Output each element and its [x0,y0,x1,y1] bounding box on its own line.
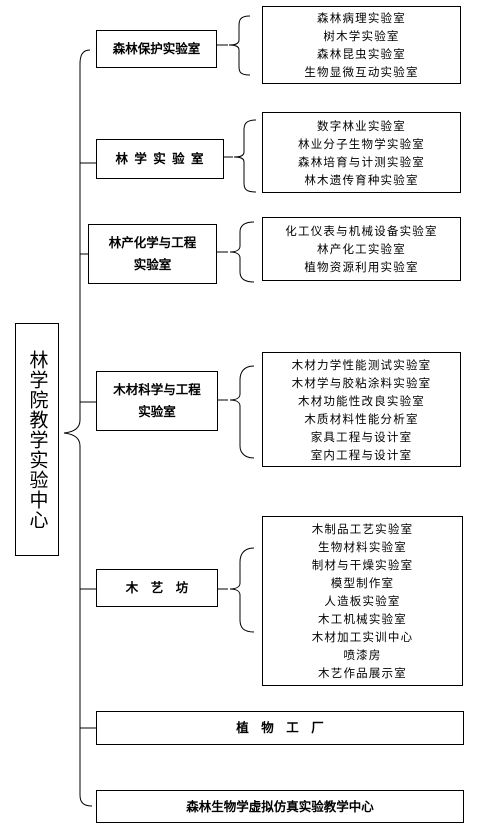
root-node: 林学院教学实验中心 [15,323,59,556]
category-wood-art-workshop: 木 艺 坊 [96,569,218,607]
brace-cat-3 [229,221,255,283]
brace-cat-1 [228,15,251,76]
list-item: 生物显微互动实验室 [304,65,419,79]
list-item: 室内工程与设计室 [310,447,413,462]
list-item: 木艺作品展示室 [318,666,407,680]
list-item: 林业分子生物学实验室 [298,136,425,151]
category-label-line-2: 实验室 [138,404,176,419]
items-wood-art-workshop: 木制品工艺实验室 生物材料实验室 制材与干燥实验室 模型制作室 人造板实验室 木… [262,516,463,686]
list-item: 林木遗传育种实验室 [304,172,419,187]
items-wood-science: 木材力学性能测试实验室 木材学与胶粘涂料实验室 木材功能性改良实验室 木质材料性… [262,352,461,467]
items-forestry-lab: 数字林业实验室 林业分子生物学实验室 森林培育与计测实验室 林木遗传育种实验室 [262,112,461,193]
category-label: 木 艺 坊 [125,580,189,596]
category-wood-science: 木材科学与工程 实验室 [96,371,218,431]
standalone-label: 植 物 工 厂 [236,720,324,736]
category-label-line-1: 木材科学与工程 [113,382,201,398]
items-forest-chemistry: 化工仪表与机械设备实验室 林产化工实验室 植物资源利用实验室 [262,217,461,281]
list-item: 森林病理实验室 [317,11,406,25]
category-forestry-lab: 林 学 实 验 室 [96,139,224,179]
standalone-virtual-simulation-center: 森林生物学虚拟仿真实验教学中心 [96,790,464,823]
category-forest-chemistry: 林产化学与工程 实验室 [88,224,217,284]
category-forest-protection: 森林保护实验室 [96,30,217,68]
list-item: 树木学实验室 [323,29,400,43]
list-item: 人造板实验室 [324,594,401,608]
list-item: 化工仪表与机械设备实验室 [285,224,438,238]
list-item: 木材力学性能测试实验室 [291,357,432,372]
list-item: 木材功能性改良实验室 [298,393,425,408]
root-title: 林学院教学实验中心 [26,349,49,530]
standalone-plant-factory: 植 物 工 厂 [96,711,464,745]
list-item: 森林培育与计测实验室 [298,154,425,169]
list-item: 木质材料性能分析室 [304,411,419,426]
category-label: 林 学 实 验 室 [115,151,205,167]
brace-cat-4 [229,365,255,459]
list-item: 木工机械实验室 [318,612,407,626]
list-item: 制材与干燥实验室 [311,558,414,572]
list-item: 生物材料实验室 [318,540,407,554]
list-item: 植物资源利用实验室 [304,260,419,274]
category-label: 森林保护实验室 [112,41,201,57]
category-label-line-1: 林产化学与工程 [108,235,197,251]
brace-cat-2 [233,119,257,193]
list-item: 木材加工实训中心 [311,630,414,644]
items-forest-protection: 森林病理实验室 树木学实验室 森林昆虫实验室 生物显微互动实验室 [262,6,461,84]
category-label-line-2: 实验室 [133,257,172,272]
list-item: 数字林业实验室 [317,118,406,133]
list-item: 家具工程与设计室 [310,429,413,444]
list-item: 喷漆房 [343,648,382,662]
standalone-label: 森林生物学虚拟仿真实验教学中心 [186,798,374,814]
list-item: 森林昆虫实验室 [317,47,406,61]
list-item: 木制品工艺实验室 [311,522,414,536]
brace-cat-5 [229,547,255,633]
list-item: 林产化工实验室 [317,242,406,256]
list-item: 模型制作室 [330,576,395,590]
list-item: 木材学与胶粘涂料实验室 [291,375,432,390]
main-brace [63,49,93,807]
